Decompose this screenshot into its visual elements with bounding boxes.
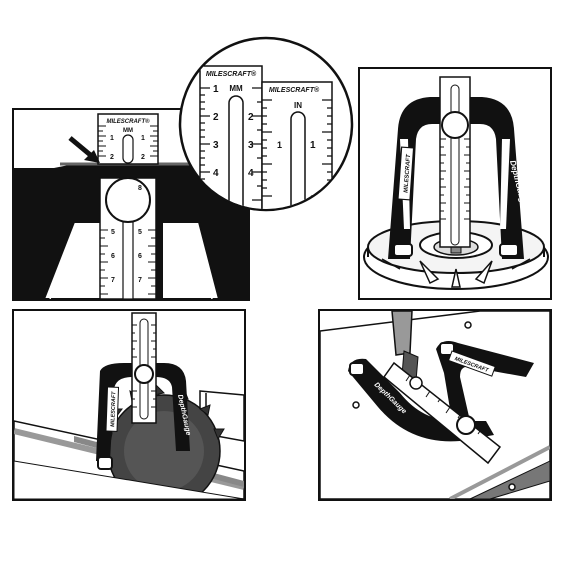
ruler-num-8: 8 [138,185,142,192]
zoom-mm-5: 5 [213,196,219,207]
ruler-num-6: 6 [111,253,115,260]
zoom-mm-4: 4 [213,168,219,179]
ruler-num-2r: 2 [141,154,145,161]
zoom-brand-right: MILESCRAFT® [269,86,320,94]
zoom-in-frac: 1 [277,140,282,150]
zoom-mm-4r: 4 [248,168,254,179]
zoom-detail-circle: MILESCRAFT® MM 1 2 3 4 5 2 3 4 MILESCRAF… [178,36,354,212]
zoom-mm-3r: 3 [248,140,254,151]
ruler-num-5: 5 [111,229,115,236]
zoom-mm-1: 1 [213,84,219,95]
ruler-num-1r: 1 [141,135,145,142]
ruler-unit-label: MM [123,128,133,134]
panel-table-saw-angle: MILESCRAFT DepthGauge [318,309,552,501]
ruler-num-7r: 7 [138,277,142,284]
zoom-unit-mm: MM [229,84,243,93]
ruler-num-6r: 6 [138,253,142,260]
panel-illustration: MILESCRAFT DepthGauge [14,312,244,499]
panel-table-saw-blade: MILESCRAFT DepthGauge [12,309,246,501]
ruler-num-2: 2 [110,154,114,161]
zoom-unit-in: IN [294,101,302,110]
zoom-brand-left: MILESCRAFT® [206,70,257,78]
panel-illustration: MILESCRAFT® MM 1 2 1 2 5 6 7 8 5 6 7 [14,113,248,299]
logo-text-tr: MILESCRAFT [403,153,412,193]
zoom-mm-2: 2 [213,112,219,123]
panel-illustration: MILESCRAFT DepthGauge [320,311,550,499]
ruler-brand-label: MILESCRAFT® [106,118,150,125]
zoom-in-1: 1 [310,140,316,151]
ruler-num-1: 1 [110,135,114,142]
ruler-num-7: 7 [111,277,115,284]
ruler-num-5r: 5 [138,229,142,236]
panel-router-bit-measure: MILESCRAFT DepthGauge [358,67,552,300]
pointer-arrow-icon [68,136,100,163]
zoom-mm-3: 3 [213,140,219,151]
panel-illustration: MILESCRAFT DepthGauge [363,76,549,290]
logo-text-bl: MILESCRAFT [110,391,117,427]
zoom-mm-2r: 2 [248,112,254,123]
